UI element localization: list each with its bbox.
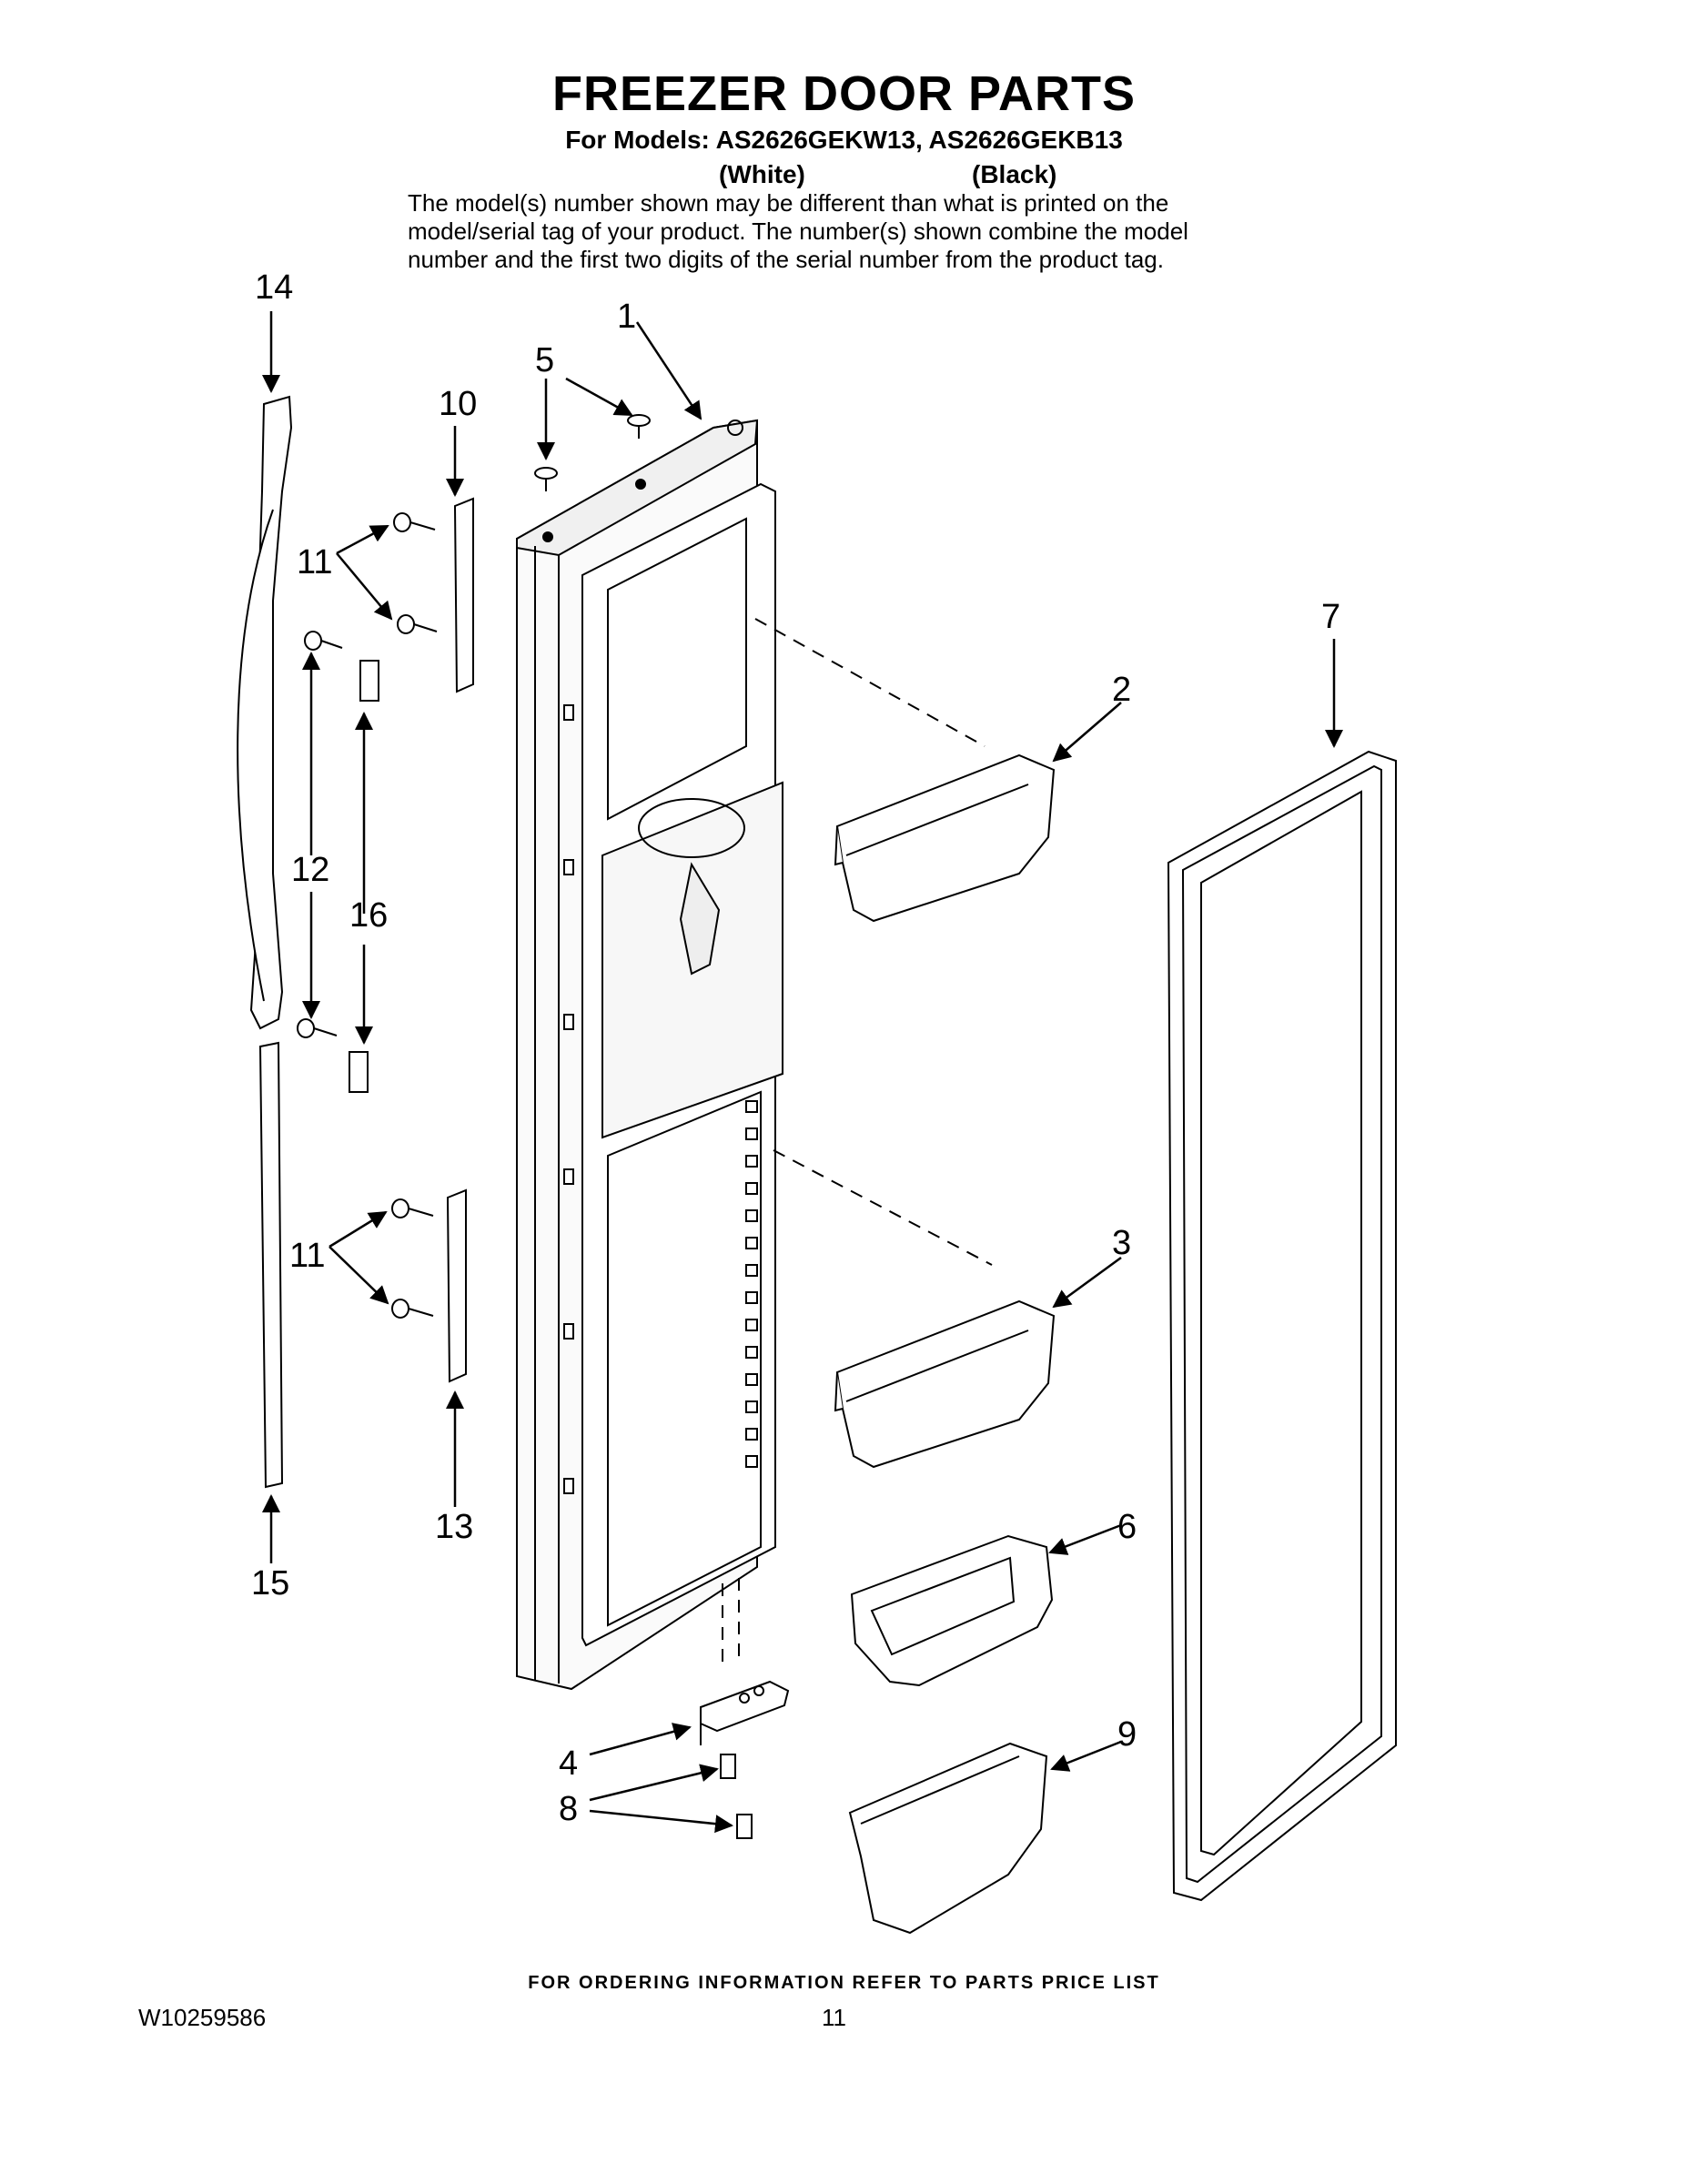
callout-15: 15 — [251, 1564, 289, 1603]
part-2-door-bin — [834, 753, 1056, 923]
part-14-handle — [237, 395, 293, 1030]
part-8-screws — [720, 1754, 753, 1839]
leader-arrows — [262, 311, 1343, 1834]
part-3-door-bin — [834, 1299, 1056, 1469]
callout-8: 8 — [559, 1790, 578, 1828]
part-7-gasket — [1167, 750, 1397, 1902]
callout-1: 1 — [617, 298, 636, 336]
callout-labels: 1 2 3 4 5 6 7 8 9 10 11 11 12 13 14 15 1… — [251, 268, 1340, 1828]
callout-14: 14 — [255, 268, 293, 307]
callout-12: 12 — [291, 851, 329, 889]
part-11-screws — [391, 512, 438, 1319]
part-12-screws — [297, 631, 343, 1038]
callout-13: 13 — [435, 1508, 473, 1546]
note-line: model/serial tag of your product. The nu… — [408, 217, 1188, 245]
document-number: W10259586 — [138, 2004, 267, 2031]
model-number-note: The model(s) number shown may be differe… — [408, 189, 1188, 274]
callout-2: 2 — [1112, 671, 1131, 709]
part-4-hinge — [700, 1680, 790, 1745]
part-6-shelf — [850, 1534, 1054, 1687]
note-line: The model(s) number shown may be differe… — [408, 189, 1169, 217]
callout-5: 5 — [535, 341, 554, 379]
part-13-end-cap — [446, 1188, 467, 1383]
callout-4: 4 — [559, 1744, 578, 1783]
callout-3: 3 — [1112, 1224, 1131, 1262]
callout-16: 16 — [349, 896, 388, 935]
dashed-guides — [722, 618, 993, 1665]
part-16-clips — [349, 660, 379, 1093]
part-10-end-cap — [453, 497, 474, 693]
callout-6: 6 — [1117, 1508, 1137, 1546]
page-number: 11 — [822, 2004, 846, 2031]
callout-9: 9 — [1117, 1715, 1137, 1754]
color-black-label: (Black) — [972, 160, 1057, 188]
color-white-label: (White) — [719, 160, 805, 188]
part-15-trim — [258, 1041, 284, 1489]
model-numbers: For Models: AS2626GEKW13, AS2626GEKB13 — [565, 126, 1123, 154]
part-9-deep-bin — [848, 1742, 1048, 1935]
callout-10: 10 — [439, 385, 477, 423]
callout-7: 7 — [1321, 598, 1340, 636]
callout-11-lower: 11 — [289, 1237, 325, 1275]
ordering-info: FOR ORDERING INFORMATION REFER TO PARTS … — [528, 1973, 1160, 1993]
note-line: number and the first two digits of the s… — [408, 246, 1164, 273]
callout-11-upper: 11 — [297, 543, 332, 581]
part-1-freezer-door — [516, 419, 783, 1691]
part-5-plugs — [534, 414, 651, 491]
page-title: FREEZER DOOR PARTS — [551, 66, 1137, 121]
